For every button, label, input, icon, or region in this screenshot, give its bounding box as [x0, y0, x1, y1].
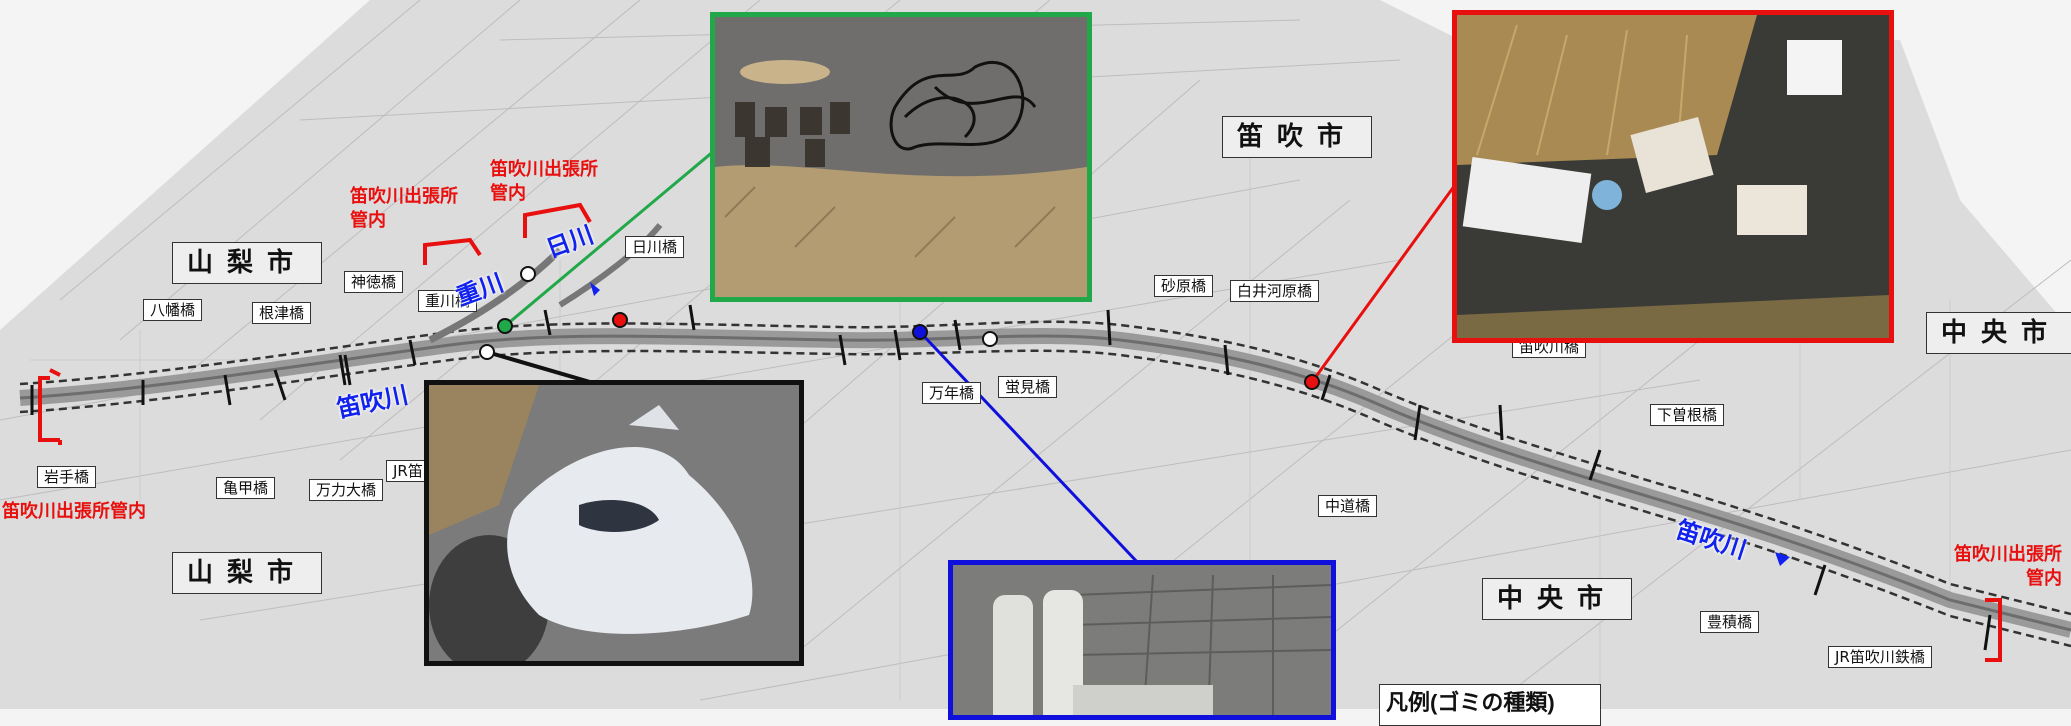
- bridge-label-shiraikawara: 白井河原橋: [1230, 280, 1320, 302]
- bridge-label-hotarumi: 蛍見橋: [998, 376, 1058, 398]
- bridge-label-manriki: 万力大橋: [309, 479, 384, 501]
- photo-debris-tires: [710, 12, 1092, 302]
- bridge-label-jintoku: 神徳橋: [344, 271, 404, 293]
- city-label-yamanashi: 山梨市: [172, 552, 323, 594]
- leader-blue: [918, 330, 1142, 567]
- city-label-fuefuki: 笛吹市: [1222, 116, 1373, 158]
- jurisdiction-label-right: 笛吹川出張所 管内: [1954, 544, 2062, 589]
- legend-box: 凡例(ゴミの種類): [1379, 684, 1601, 726]
- bridge-label-toyotsumi: 豊積橋: [1700, 611, 1760, 633]
- dot-white-2: [479, 344, 495, 360]
- city-label-chuo: 中央市: [1926, 312, 2071, 354]
- jurisdiction-label-left: 笛吹川出張所管内: [2, 501, 146, 522]
- river-hikawa: [558, 223, 663, 308]
- boundary-marker-right: [1985, 598, 2002, 662]
- leader-green: [504, 148, 716, 328]
- boundary-marker-left: [38, 368, 62, 445]
- leader-black: [486, 350, 591, 384]
- bridge-label-shimosone: 下曽根橋: [1650, 404, 1725, 426]
- dot-green: [497, 318, 513, 334]
- jurisdiction-label-left-top: 笛吹川出張所 管内: [350, 186, 458, 231]
- bridge-label-mannen: 万年橋: [922, 382, 982, 404]
- photo-debris-riverbank: [1452, 10, 1894, 343]
- dot-white-3: [982, 331, 998, 347]
- jurisdiction-label-mid-top: 笛吹川出張所 管内: [490, 159, 598, 204]
- river-omokawa: [428, 247, 563, 344]
- bridge-label-shigekawa: 重川橋: [418, 290, 478, 312]
- photo-debris-bag: [424, 380, 804, 666]
- legend-title: 凡例(ゴミの種類): [1386, 690, 1555, 715]
- bridge-label-hikawa: 日川橋: [625, 236, 685, 258]
- boundary-marker-mid-top: [523, 202, 592, 238]
- bridge-label-sunahara: 砂原橋: [1154, 275, 1214, 297]
- bridge-label-hachiman: 八幡橋: [143, 299, 203, 321]
- bridge-label-iwate: 岩手橋: [37, 466, 97, 488]
- bridge-label-nezu: 根津橋: [252, 302, 312, 324]
- dot-white-1: [520, 266, 536, 282]
- boundary-marker-left-top: [423, 237, 482, 265]
- bridge-label-nakamichi: 中道橋: [1318, 495, 1378, 517]
- bridge-label-kamego: 亀甲橋: [216, 477, 276, 499]
- leader-red: [1310, 184, 1457, 383]
- dot-red-2: [1304, 374, 1320, 390]
- photo-debris-structure: [948, 560, 1336, 720]
- bridge-label-jr-fuefuki: JR笛吹川鉄橋: [1828, 646, 1932, 668]
- dot-blue: [912, 324, 928, 340]
- dot-red-1: [612, 312, 628, 328]
- city-label-chuo: 中央市: [1482, 578, 1633, 620]
- city-label-yamanashi: 山梨市: [172, 242, 323, 284]
